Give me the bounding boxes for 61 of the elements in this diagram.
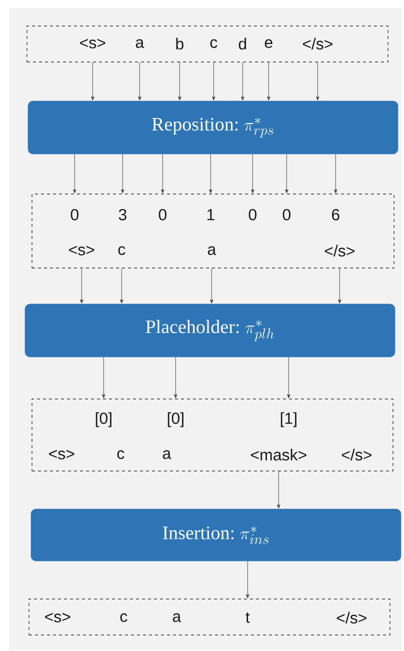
arrow — [316, 62, 320, 100]
token: b — [176, 38, 184, 50]
token: e — [264, 39, 272, 48]
token: c — [210, 39, 218, 48]
token: <s> — [45, 612, 70, 622]
arrow — [160, 154, 164, 194]
arrow — [120, 154, 124, 194]
token: d — [238, 38, 246, 50]
arrow — [266, 62, 270, 100]
arrow — [334, 154, 338, 194]
token: <s> — [69, 246, 94, 256]
token: c — [120, 613, 128, 622]
arrow — [250, 154, 254, 194]
token: [1] — [280, 412, 296, 428]
arrow — [80, 268, 84, 304]
arrow — [102, 356, 106, 398]
token: 1 — [207, 209, 214, 220]
arrow — [246, 560, 250, 598]
arrow — [138, 62, 142, 100]
process-box: Insertion: $\pi^{*}_{ins}$ — [30, 508, 402, 562]
sequence-box — [26, 26, 388, 62]
arrow — [276, 471, 280, 508]
token: 0 — [70, 209, 78, 220]
token: 3 — [118, 209, 126, 220]
token: </s> — [342, 448, 372, 461]
token: a — [162, 450, 172, 460]
token: <mask> — [250, 448, 306, 461]
token: a — [172, 613, 182, 622]
sequence-box — [32, 398, 394, 472]
token: </s> — [336, 612, 366, 624]
arrow — [284, 154, 288, 194]
token: a — [208, 246, 216, 256]
process-box: Reposition: $\pi^{*}_{rps}$ — [28, 100, 398, 154]
process-box: Placeholder: $\pi^{*}_{plh}$ — [24, 304, 396, 358]
token: [0] — [96, 412, 112, 428]
arrow — [208, 154, 212, 194]
token: 6 — [332, 209, 340, 220]
arrow — [178, 62, 182, 100]
token: 0 — [248, 209, 256, 220]
arrow — [72, 154, 76, 194]
token: a — [136, 39, 144, 48]
arrow — [174, 356, 178, 398]
arrow — [210, 268, 214, 304]
arrow — [338, 268, 342, 304]
token: </s> — [302, 38, 332, 50]
arrow — [90, 62, 94, 100]
token: c — [117, 450, 124, 460]
sequence-box — [32, 194, 394, 268]
arrow — [240, 62, 244, 100]
token: 0 — [158, 209, 166, 220]
token: 0 — [282, 209, 290, 220]
token: <s> — [49, 450, 74, 460]
sequence-box — [28, 598, 390, 636]
arrow — [286, 356, 290, 398]
token: [0] — [168, 412, 184, 428]
arrow — [120, 268, 124, 304]
token: <s> — [80, 38, 106, 48]
arrow — [212, 62, 216, 100]
token: c — [118, 246, 126, 256]
token: </s> — [324, 244, 354, 257]
token: t — [246, 612, 250, 623]
